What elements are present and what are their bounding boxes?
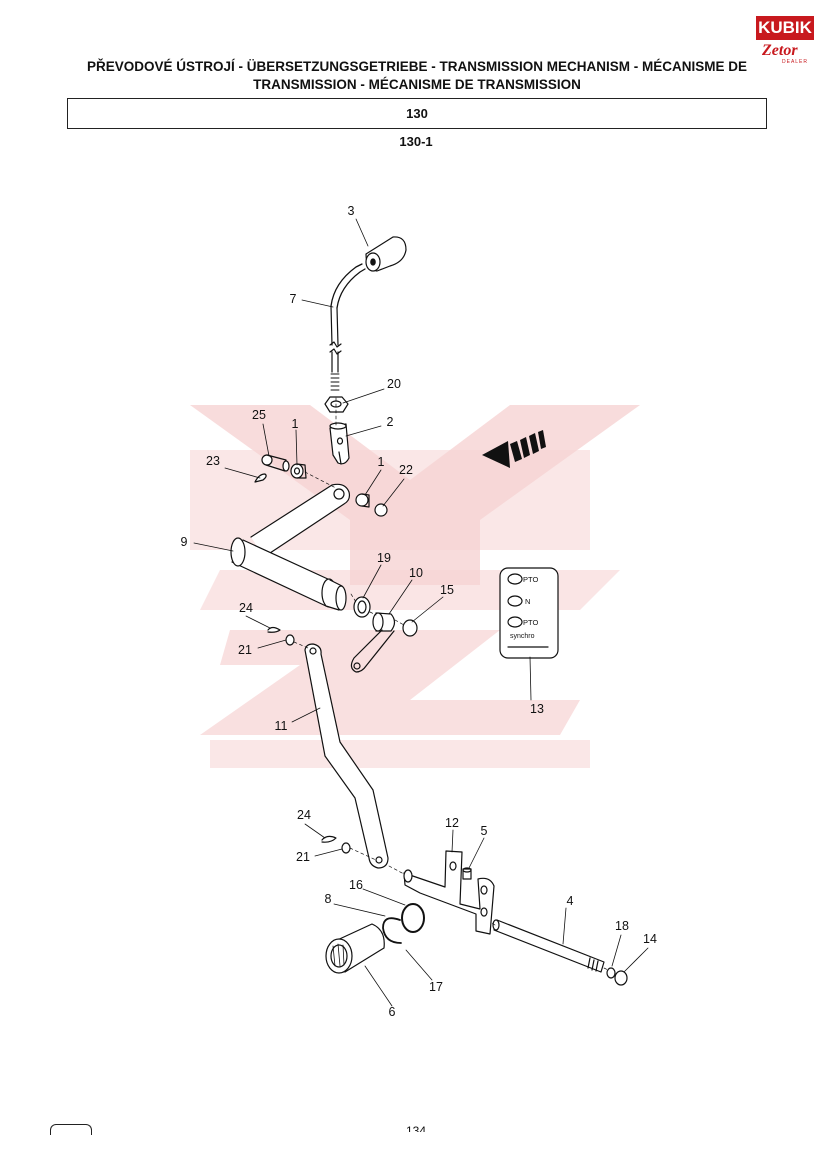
- page-title: PŘEVODOVÉ ÚSTROJÍ - ÜBERSETZUNGSGETRIEBE…: [60, 58, 774, 94]
- leader-lines: [193, 218, 649, 1007]
- callout-3: 3: [347, 204, 355, 218]
- callout-25: 25: [252, 408, 266, 422]
- split-pin-part-24-upper: [267, 626, 281, 633]
- callout-2: 2: [386, 415, 394, 429]
- zetor-wordmark: Zetor: [762, 42, 798, 59]
- title-line-1: PŘEVODOVÉ ÚSTROJÍ - ÜBERSETZUNGSGETRIEBE…: [86, 59, 748, 74]
- callout-17: 17: [429, 980, 443, 994]
- connecting-rod-part-11: [304, 643, 389, 869]
- label-position-3: PTO: [523, 618, 538, 627]
- circlip-part-14: [614, 970, 628, 986]
- page-number: 134: [405, 1124, 427, 1132]
- title-line-2: TRANSMISSION - MÉCANISME DE TRANSMISSION: [253, 77, 581, 92]
- assembly-lines: [293, 397, 609, 971]
- callout-15: 15: [440, 583, 454, 597]
- callout-21-upper: 21: [238, 643, 252, 657]
- callout-23: 23: [206, 454, 220, 468]
- callout-24-upper: 24: [239, 601, 253, 615]
- callout-12: 12: [445, 816, 459, 830]
- label-caption: synchro: [510, 633, 535, 640]
- callout-9: 9: [180, 535, 188, 549]
- selector-fork-part-12: [403, 850, 495, 935]
- lever-rod-part-7: [329, 263, 366, 391]
- circlip-part-15: [402, 619, 418, 637]
- washer-part-21-lower: [341, 842, 351, 854]
- lever-part-10: [350, 612, 396, 673]
- callout-19: 19: [377, 551, 391, 565]
- callout-4: 4: [566, 894, 574, 908]
- dealer-wordmark: DEALER: [782, 59, 809, 65]
- subsection-number: 130-1: [399, 134, 433, 149]
- callout-11: 11: [274, 719, 288, 733]
- callout-5: 5: [480, 824, 488, 838]
- callout-6: 6: [388, 1005, 396, 1019]
- split-pin-part-24-lower: [321, 835, 337, 843]
- callout-13: 13: [530, 702, 544, 716]
- direction-arrow-icon: [482, 430, 546, 468]
- washer-part-19: [353, 596, 371, 618]
- circlip-part-8: [382, 917, 402, 944]
- footer-logo: [50, 1124, 92, 1135]
- label-position-2: N: [525, 597, 530, 606]
- callout-21-lower: 21: [296, 850, 310, 864]
- callout-1-right: 1: [377, 455, 385, 469]
- knob-part-3: [365, 236, 407, 272]
- callout-22: 22: [399, 463, 413, 477]
- ring-part-16: [401, 903, 425, 933]
- callout-1-left: 1: [291, 417, 299, 431]
- callout-24-lower: 24: [297, 808, 311, 822]
- callout-10: 10: [409, 566, 423, 580]
- pto-label-plate-part-13: [499, 567, 559, 659]
- clevis-part-2: [329, 422, 350, 465]
- callout-18: 18: [615, 919, 629, 933]
- screw-part-5: [462, 867, 472, 880]
- kubik-wordmark: KUBIK: [756, 16, 814, 40]
- coupling-sleeve-part-6: [325, 923, 385, 974]
- section-number-box: 130: [67, 98, 767, 129]
- kubik-zetor-logo: KUBIK Zetor DEALER: [756, 16, 814, 68]
- bush-part-1-left: [290, 463, 307, 479]
- label-position-1: PTO: [523, 575, 538, 584]
- bush-part-1-right: [355, 493, 370, 508]
- split-pin-part-23: [254, 473, 267, 483]
- pin-part-25: [261, 454, 290, 472]
- shaft-part-9: [230, 483, 351, 611]
- callout-14: 14: [643, 932, 657, 946]
- callout-16: 16: [349, 878, 363, 892]
- callout-7: 7: [289, 292, 297, 306]
- nut-part-20: [324, 396, 349, 413]
- shift-shaft-part-4: [492, 919, 605, 973]
- ring-part-22: [374, 503, 388, 517]
- callout-8: 8: [324, 892, 332, 906]
- washer-part-18: [606, 967, 616, 979]
- washer-part-21-upper: [285, 634, 295, 646]
- callout-20: 20: [387, 377, 401, 391]
